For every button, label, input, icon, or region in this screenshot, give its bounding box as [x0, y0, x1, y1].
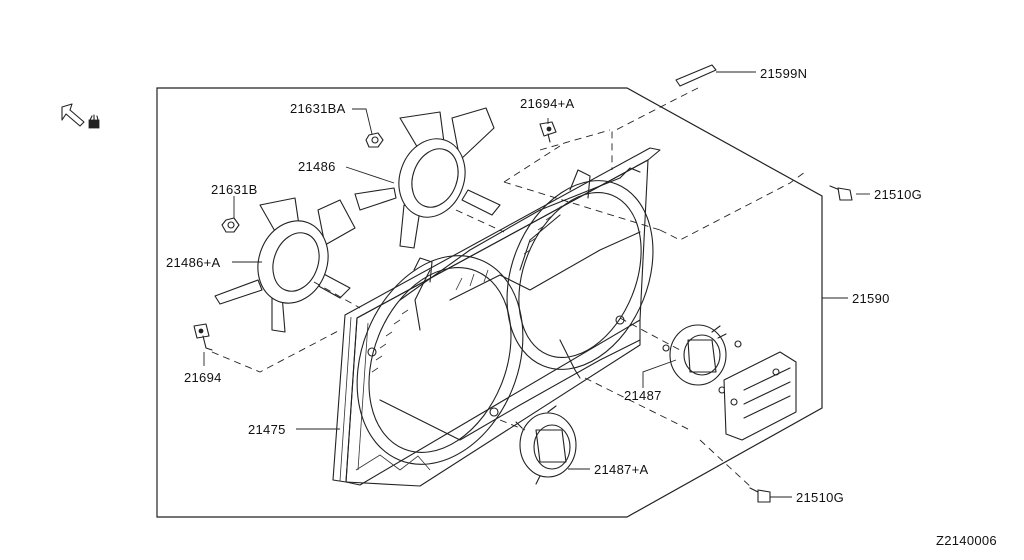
fan-blade-21486 [354, 107, 501, 249]
bolt-21694 [193, 323, 213, 351]
callout-21694A: 21694+A [520, 96, 575, 111]
front-arrow-icon [61, 103, 100, 129]
callout-21487: 21487 [624, 388, 662, 403]
callout-21631B: 21631B [211, 182, 258, 197]
fan-motor-21487A [515, 405, 577, 485]
label-plate-21599N [675, 64, 717, 87]
fan-shroud [332, 147, 661, 487]
callout-21694: 21694 [184, 370, 222, 385]
diagram-code: Z2140006 [936, 533, 997, 548]
leader-lines [203, 71, 870, 498]
callout-21599N: 21599N [760, 66, 807, 81]
bolt-21510G-top [829, 185, 853, 201]
assembly-frame [156, 87, 823, 518]
callout-21631BA: 21631BA [290, 101, 346, 116]
callout-21510G-bottom: 21510G [796, 490, 844, 505]
bolt-21694A [539, 121, 557, 143]
nut-21631BA [365, 132, 384, 148]
assembly-guides [211, 87, 806, 489]
callout-21486A: 21486+A [166, 255, 221, 270]
motor-cover [723, 351, 797, 441]
callout-21475: 21475 [248, 422, 286, 437]
callout-21590: 21590 [852, 291, 890, 306]
callout-21510G-top: 21510G [874, 187, 922, 202]
fan-blade-21486A [214, 197, 356, 333]
bolt-21510G-bottom [749, 487, 771, 503]
fan-motor-21487 [662, 324, 742, 394]
nut-21631B [221, 217, 240, 233]
callout-21487A: 21487+A [594, 462, 649, 477]
callout-21486: 21486 [298, 159, 336, 174]
